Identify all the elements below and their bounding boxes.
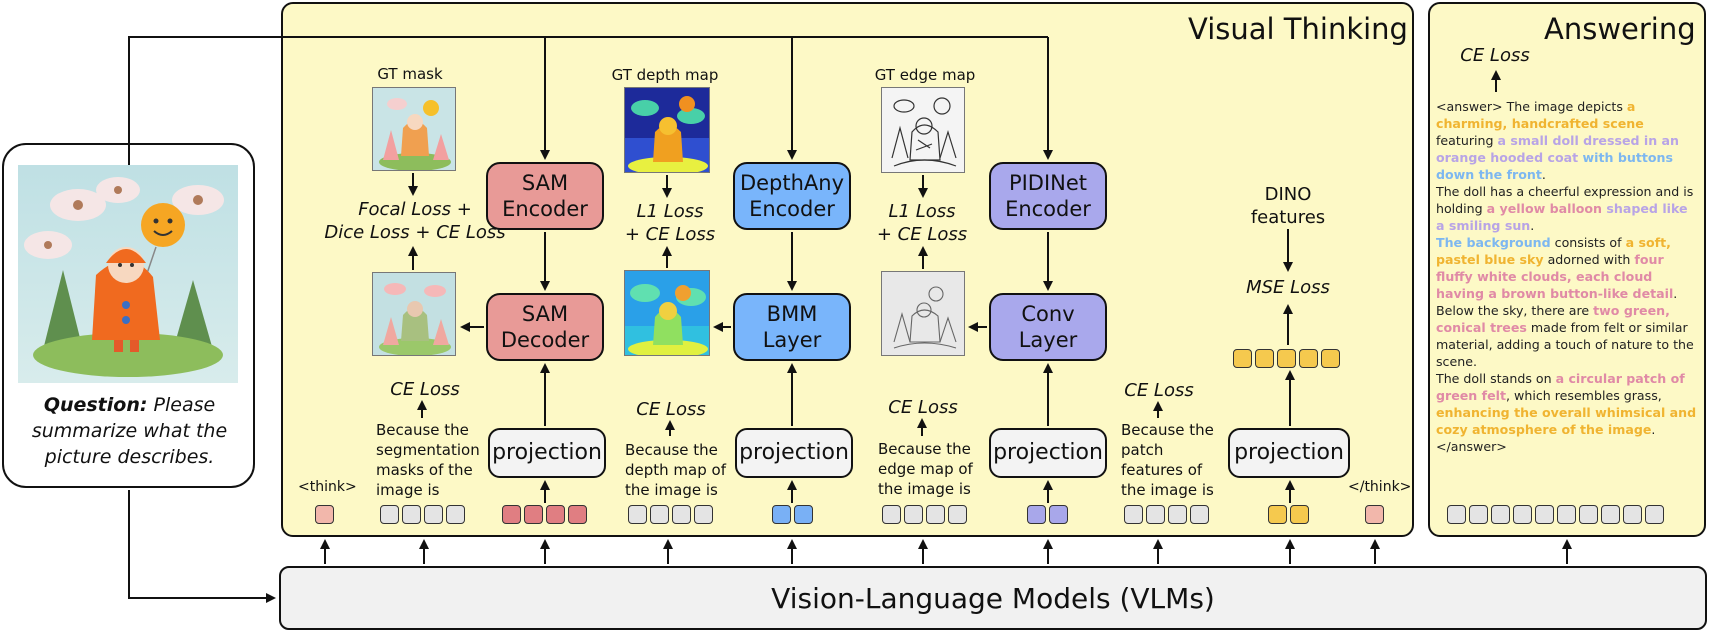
token-row-sam: [502, 505, 587, 524]
answer-p2-segment: .: [1530, 218, 1535, 233]
seq-text-patch: Because the patch features of the image …: [1121, 421, 1214, 499]
answer-p5-segment: a circular patch of green felt: [1436, 371, 1685, 403]
answer-p3-segment: The background: [1436, 235, 1551, 250]
mse-loss-label: MSE Loss: [1246, 277, 1330, 298]
answer-p5-segment: The doll stands on: [1436, 371, 1556, 386]
answer-p2-segment: shaped like a smiling sun: [1436, 201, 1688, 233]
answer-text: <answer> The image depicts a charming, h…: [1436, 98, 1698, 455]
gt-mask-label: GT mask: [377, 65, 443, 83]
answer-p3-segment: .: [1673, 286, 1678, 301]
pred-edge-image: [881, 271, 965, 356]
token-row-depth-text: [628, 505, 713, 524]
answer-close-tag: </answer>: [1436, 439, 1507, 454]
answering-title: Answering: [1544, 12, 1696, 46]
projection-block-sam: projection: [488, 428, 606, 478]
vlm-bar: Vision-Language Models (VLMs): [279, 566, 1707, 630]
question-text: Question: Please summarize what the pict…: [22, 392, 237, 470]
ce-loss-edge: CE Loss: [888, 397, 958, 418]
gt-edge-image: [881, 87, 965, 173]
bmm-layer-block: BMM Layer: [733, 293, 851, 361]
token-row-depth: [772, 505, 813, 524]
gt-mask-image: [372, 87, 456, 171]
seq-text-depth: Because the depth map of the image is: [625, 441, 726, 499]
conv-layer-block: Conv Layer: [989, 293, 1107, 361]
answer-p3-segment: four fluffy white clouds, each cloud hav…: [1436, 252, 1674, 301]
segmentation-loss-label: Focal Loss + Dice Loss + CE Loss: [324, 199, 506, 243]
answer-p1-segment: The image depicts: [1502, 99, 1627, 114]
ce-loss-seg: CE Loss: [390, 379, 460, 400]
token-row-think-open: [315, 505, 334, 524]
token-row-think-close: [1365, 505, 1384, 524]
answer-open-tag: <answer>: [1436, 99, 1503, 114]
answer-paragraph-5: The doll stands on a circular patch of g…: [1436, 370, 1698, 438]
projection-block-edge: projection: [989, 428, 1107, 478]
ce-loss-patch: CE Loss: [1124, 380, 1194, 401]
visual-thinking-title: Visual Thinking: [1188, 12, 1408, 46]
answer-p4-segment: two green, conical trees: [1436, 303, 1670, 335]
answer-p1-segment: featuring: [1436, 133, 1498, 148]
dino-features-label: DINO features: [1250, 184, 1326, 228]
pidinet-encoder-block: PIDINet Encoder: [989, 162, 1107, 230]
answer-p4-segment: made from felt or similar material, addi…: [1436, 320, 1694, 369]
ce-loss-answer: CE Loss: [1460, 45, 1530, 66]
seq-text-edge: Because the edge map of the image is: [878, 440, 973, 498]
gt-depth-image: [624, 87, 710, 173]
input-image: [18, 165, 238, 383]
answer-paragraph-2: The doll has a cheerful expression and i…: [1436, 183, 1698, 234]
answer-p5-segment: .: [1651, 422, 1656, 437]
depth-loss-label: L1 Loss + CE Loss: [624, 201, 716, 245]
answer-p2-segment: a yellow balloon: [1486, 201, 1603, 216]
think-open-tag: <think>: [298, 479, 357, 495]
answer-p3-segment: adorned with: [1543, 252, 1635, 267]
answer-paragraph-1: <answer> The image depicts a charming, h…: [1436, 98, 1698, 183]
answer-p5-segment: enhancing the overall whimsical and cozy…: [1436, 405, 1697, 437]
ce-loss-depth: CE Loss: [636, 399, 706, 420]
answer-p1-segment: with buttons down the front: [1436, 150, 1673, 182]
projection-block-dino: projection: [1228, 428, 1350, 478]
question-label: Question:: [43, 394, 148, 416]
gt-edge-label: GT edge map: [874, 66, 976, 84]
gt-depth-label: GT depth map: [611, 66, 719, 84]
answer-paragraph-4: Below the sky, there are two green, coni…: [1436, 302, 1698, 370]
sam-decoder-block: SAM Decoder: [486, 293, 604, 361]
pred-mask-image: [372, 272, 456, 356]
projection-block-depth: projection: [735, 428, 853, 478]
answer-p1-segment: a charming, handcrafted scene: [1436, 99, 1644, 131]
answer-p3-segment: consists of: [1550, 235, 1626, 250]
answer-paragraph-3: The background consists of a soft, paste…: [1436, 234, 1698, 302]
answer-p1-segment: .: [1541, 167, 1546, 182]
pred-depth-image: [624, 270, 710, 356]
answer-p3-segment: a soft, pastel blue sky: [1436, 235, 1671, 267]
edge-loss-label: L1 Loss + CE Loss: [876, 201, 968, 245]
token-row-patch-text: [1124, 505, 1209, 524]
question-body: Please summarize what the picture descri…: [31, 394, 228, 468]
answer-p4-segment: Below the sky, there are: [1436, 303, 1594, 318]
token-row-seg-text: [380, 505, 465, 524]
token-row-edge: [1027, 505, 1068, 524]
think-close-tag: </think>: [1348, 479, 1412, 495]
sam-encoder-block: SAM Encoder: [486, 162, 604, 230]
depthany-encoder-block: DepthAny Encoder: [733, 162, 851, 230]
token-row-dino-features: [1233, 349, 1340, 368]
answer-p2-segment: The doll has a cheerful expression and i…: [1436, 184, 1694, 216]
seq-text-seg: Because the segmentation masks of the im…: [376, 421, 480, 499]
token-row-dino: [1268, 505, 1309, 524]
answering-panel: [1428, 2, 1706, 537]
token-row-answer: [1447, 505, 1664, 524]
answer-p5-segment: , which resembles grass,: [1506, 388, 1662, 403]
token-row-edge-text: [882, 505, 967, 524]
answer-p1-segment: a small doll dressed in an orange hooded…: [1436, 133, 1680, 165]
